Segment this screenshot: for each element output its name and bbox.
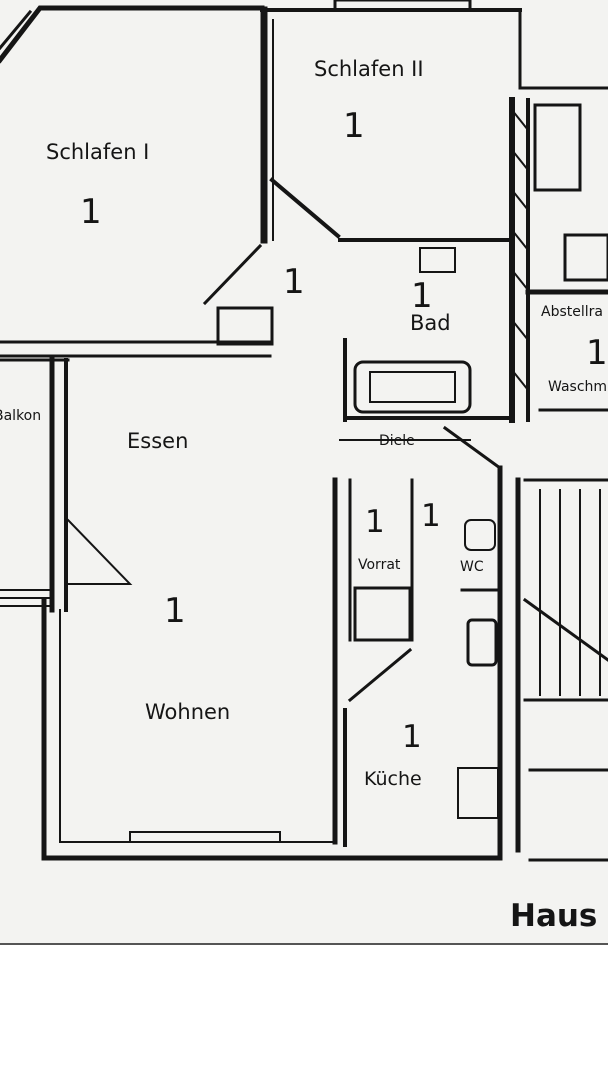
room-label-wc: WC [460, 559, 484, 575]
closet [216, 306, 274, 346]
house-label: Haus [510, 898, 598, 934]
wall-top-left [0, 5, 265, 64]
wall-top-right [518, 8, 608, 90]
stair-diag [522, 597, 608, 662]
wall-diag-hall [269, 177, 341, 239]
bath-inner [369, 371, 456, 403]
wall-diele-diag [442, 425, 503, 471]
service-box-2 [563, 233, 608, 282]
window-living [129, 831, 281, 843]
blank-area [0, 943, 608, 1082]
bath-fixture [419, 247, 456, 273]
room-count-wc: 1 [421, 498, 441, 534]
room-label-abstellraum: Abstellra [541, 304, 603, 320]
room-label-vorrat: Vorrat [358, 557, 401, 573]
kitchen-door-diag [347, 647, 413, 703]
room-label-schlafen-2: Schlafen II [314, 57, 424, 81]
room-label-wohnen: Wohnen [145, 700, 231, 724]
room-label-diele: Diele [379, 433, 415, 449]
service-box-1 [533, 103, 582, 192]
kitchen-stove [457, 767, 499, 819]
room-label-schlafen-1: Schlafen I [46, 140, 150, 164]
kitchen-sink [466, 618, 498, 667]
stair-steps [539, 489, 601, 696]
wall-service-hatch [510, 108, 530, 392]
room-count-abstellraum: 1 [586, 333, 608, 373]
room-count-schlafen-1: 1 [80, 192, 102, 232]
room-label-balkon: Balkon [0, 408, 42, 424]
room-count-flur: 1 [283, 262, 305, 302]
room-count-bad: 1 [411, 276, 433, 316]
door-swing-balcony [66, 518, 133, 585]
plan-drawing [0, 0, 608, 862]
window-top [333, 0, 472, 12]
room-count-kueche: 1 [402, 719, 422, 755]
wall-diag-tl [0, 9, 33, 51]
door-diag [202, 243, 263, 306]
room-label-bad: Bad [410, 311, 451, 335]
stair-bottom [528, 768, 608, 862]
room-count-schlafen-2: 1 [343, 106, 365, 146]
bathtub [353, 360, 472, 414]
kitchen-counter [460, 588, 502, 852]
stair-outer [523, 478, 608, 702]
room-label-essen: Essen [127, 429, 189, 453]
vorrat-shelf [353, 586, 412, 642]
room-count-vorrat: 1 [365, 504, 385, 540]
room-count-wohnen: 1 [164, 591, 186, 631]
room-label-waschmaschine: Waschm [548, 379, 608, 395]
wc-fixture [464, 519, 496, 551]
room-label-kueche: Küche [364, 768, 422, 790]
floor-plan: Schlafen I 1 Schlafen II 1 1 1 Bad Abste… [0, 0, 608, 943]
